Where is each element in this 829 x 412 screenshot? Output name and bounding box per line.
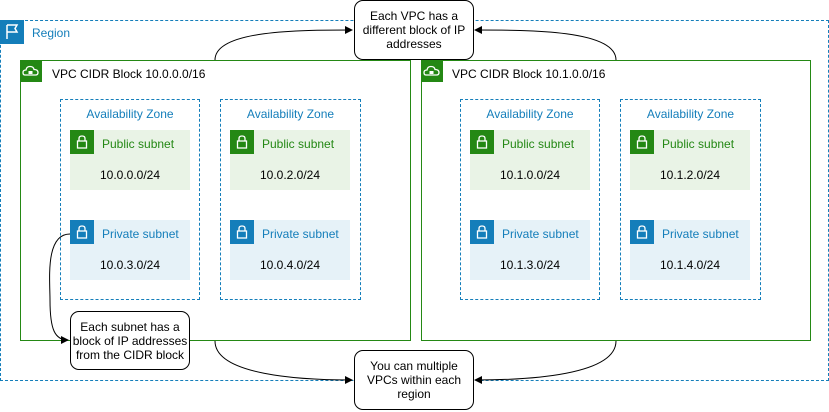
public-subnet-label: Public subnet	[102, 137, 175, 151]
subnet-cidr: 10.1.4.0/24	[659, 258, 721, 272]
subnet-cidr: 10.0.0.0/24	[99, 168, 161, 182]
note-multiple-vpcs: You can multiple VPCs within each region	[354, 350, 474, 410]
note-line: You can multiple	[370, 359, 458, 373]
vpc-label-2: VPC CIDR Block 10.1.0.0/16	[452, 67, 606, 81]
availability-zone-label: Availability Zone	[246, 107, 335, 121]
region-flag-icon	[0, 20, 24, 44]
vpc-group-1	[20, 60, 411, 341]
private-subnet-label: Private subnet	[662, 227, 739, 241]
vpc-cloud-icon	[421, 60, 443, 82]
vpc-cloud-icon	[20, 60, 42, 82]
public-subnet-label: Public subnet	[262, 137, 335, 151]
public-subnet-label: Public subnet	[502, 137, 575, 151]
note-line: different block of IP	[362, 23, 466, 37]
private-subnet-label: Private subnet	[262, 227, 339, 241]
note-line: region	[397, 387, 431, 401]
vpc-group-2	[421, 60, 811, 341]
note-line: Each subnet has a	[80, 319, 180, 334]
private-subnet-label: Private subnet	[102, 227, 179, 241]
private-subnet-label: Private subnet	[502, 227, 579, 241]
availability-zone	[620, 99, 761, 300]
lock-icon	[70, 130, 94, 154]
note-line: block of IP addresses	[72, 333, 188, 348]
availability-zone-label: Availability Zone	[646, 107, 735, 121]
note-vpc-ip-blocks: Each VPC has a different block of IP add…	[354, 0, 474, 60]
lock-icon	[230, 130, 254, 154]
lock-icon	[630, 130, 654, 154]
note-subnet-ip-blocks: Each subnet has a block of IP addresses …	[70, 311, 190, 370]
note-line: Each VPC has a	[369, 9, 459, 23]
lock-icon	[630, 220, 654, 244]
subnet-cidr: 10.1.0.0/24	[499, 168, 561, 182]
lock-icon	[230, 220, 254, 244]
subnet-cidr: 10.1.2.0/24	[659, 168, 721, 182]
availability-zone	[460, 99, 600, 300]
availability-zone-label: Availability Zone	[486, 107, 574, 121]
public-subnet-label: Public subnet	[662, 137, 735, 151]
lock-icon	[70, 220, 94, 244]
availability-zone	[220, 99, 361, 300]
note-line: addresses	[386, 37, 442, 51]
subnet-cidr: 10.0.4.0/24	[259, 258, 321, 272]
subnet-cidr: 10.0.3.0/24	[99, 258, 161, 272]
subnet-cidr: 10.1.3.0/24	[499, 258, 561, 272]
note-line: VPCs within each	[366, 373, 462, 387]
lock-icon	[470, 130, 494, 154]
subnet-cidr: 10.0.2.0/24	[259, 168, 321, 182]
note-line: from the CIDR block	[75, 347, 184, 362]
availability-zone	[60, 99, 200, 300]
availability-zone-label: Availability Zone	[86, 107, 174, 121]
vpc-label-1: VPC CIDR Block 10.0.0.0/16	[52, 67, 206, 81]
lock-icon	[470, 220, 494, 244]
region-label: Region	[32, 26, 71, 40]
